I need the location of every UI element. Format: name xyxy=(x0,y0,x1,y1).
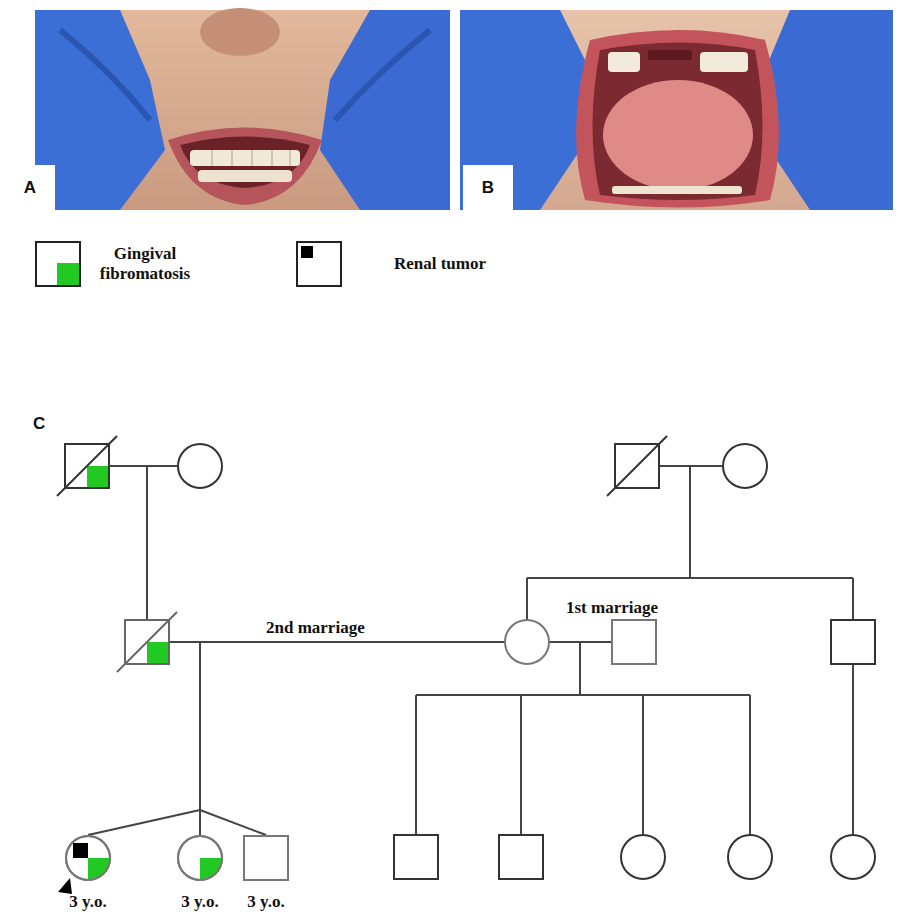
panel-letter-box: A xyxy=(5,165,55,210)
proband-arrow xyxy=(58,878,72,894)
marriage-label: 1st marriage xyxy=(566,598,658,618)
photo-b xyxy=(460,10,893,210)
individual-symbol xyxy=(242,834,290,882)
panel-letter-box: B xyxy=(463,165,513,210)
legend-text: Renal tumor xyxy=(375,254,505,274)
pedigree-individual: 3 y.o. xyxy=(57,834,119,912)
pedigree-individual: 3 y.o. xyxy=(235,834,297,912)
trait-fill xyxy=(73,843,88,858)
legend-symbol xyxy=(296,241,342,287)
legend-symbol xyxy=(35,241,81,287)
marriage-label-box: 2nd marriage xyxy=(266,618,365,638)
age-label: 3 y.o. xyxy=(57,892,119,912)
marriage-label-box: 1st marriage xyxy=(566,598,658,618)
legend-swatch xyxy=(57,263,79,285)
panel-letter: B xyxy=(482,178,494,198)
age-label: 3 y.o. xyxy=(169,892,231,912)
legend-entry: Renal tumor xyxy=(375,254,505,274)
panel-letter: A xyxy=(24,178,36,198)
panel-letter: C xyxy=(33,414,45,434)
age-label: 3 y.o. xyxy=(235,892,297,912)
individual-symbol xyxy=(64,834,112,882)
pedigree-lines xyxy=(88,466,853,835)
individual-symbol xyxy=(176,834,224,882)
legend-swatch xyxy=(301,246,313,258)
panel-letter-box: C xyxy=(33,414,45,434)
photo-a xyxy=(35,8,450,210)
pedigree-individual: 3 y.o. xyxy=(169,834,231,912)
legend-text: Gingival fibromatosis xyxy=(80,244,210,285)
pedigree-symbols xyxy=(57,436,875,879)
marriage-label: 2nd marriage xyxy=(266,618,365,638)
legend-entry: Gingival fibromatosis xyxy=(80,244,210,285)
